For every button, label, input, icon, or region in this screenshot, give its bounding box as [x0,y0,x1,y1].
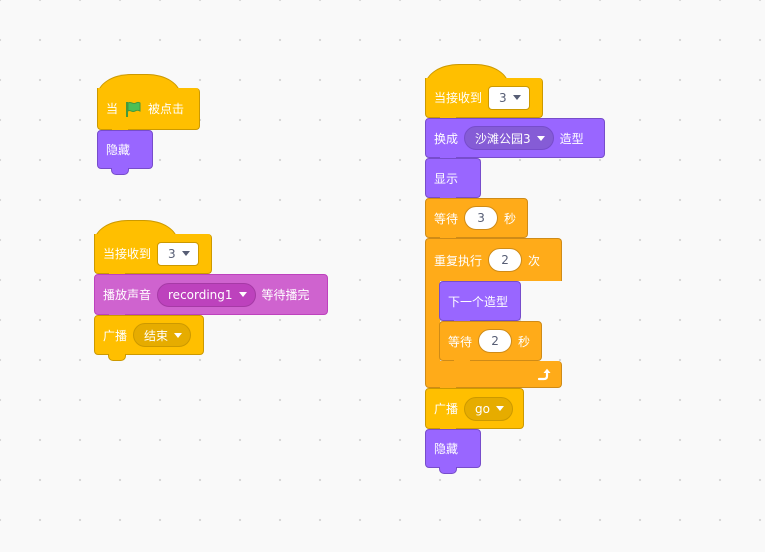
message-value: 3 [499,90,507,105]
message-dropdown[interactable]: 3 [488,85,530,110]
broadcast-dropdown[interactable]: go [464,396,513,421]
seconds-label: 秒 [504,211,517,226]
when-receive-label: 当接收到 [103,247,152,261]
hide-label: 隐藏 [434,442,459,456]
seconds-label: 秒 [518,334,531,349]
times-label: 次 [528,253,541,268]
chevron-down-icon [536,135,545,141]
broadcast-value: 结束 [144,328,169,343]
costume-value: 沙滩公园3 [475,131,531,146]
when-receive-label: 当接收到 [434,91,483,105]
chevron-down-icon [181,251,190,256]
repeat-arm [425,280,440,363]
hide-block[interactable]: 隐藏 [97,130,153,169]
chevron-down-icon [238,292,247,297]
when-receive-block[interactable]: 当接收到 3 [94,234,212,274]
broadcast-block[interactable]: 广播 结束 [94,315,204,355]
costume-suffix: 造型 [559,131,584,146]
message-value: 3 [168,246,176,261]
chevron-down-icon [174,332,183,338]
repeat-block[interactable]: 重复执行 2 次 [425,238,562,281]
hide-label: 隐藏 [106,143,131,157]
repeat-label: 重复执行 [434,253,483,268]
sound-value: recording1 [168,287,233,302]
broadcast-dropdown[interactable]: 结束 [133,323,192,347]
wait-seconds-input[interactable]: 2 [478,329,513,353]
costume-dropdown[interactable]: 沙滩公园3 [464,126,554,150]
hide-block[interactable]: 隐藏 [425,429,481,468]
wait-seconds-input[interactable]: 3 [464,206,499,230]
show-label: 显示 [434,171,459,186]
play-sound-label: 播放声音 [103,288,152,302]
clicked-label: 被点击 [148,102,185,116]
block-notch [108,354,126,361]
next-costume-block[interactable]: 下一个造型 [439,281,521,321]
broadcast-label: 广播 [103,328,128,343]
wait-seconds-block[interactable]: 等待 2 秒 [439,321,542,361]
play-sound-until-done-block[interactable]: 播放声音 recording1 等待播完 [94,274,328,315]
when-receive-block[interactable]: 当接收到 3 [425,78,543,118]
wait-label: 等待 [448,334,473,349]
when-flag-clicked-block[interactable]: 当 被点击 [97,88,200,130]
loop-arrow-icon [535,366,551,382]
green-flag-icon [124,100,142,118]
wait-label: 等待 [434,211,459,226]
until-done-label: 等待播完 [261,288,310,302]
next-costume-label: 下一个造型 [448,294,509,309]
broadcast-block[interactable]: 广播 go [425,388,524,429]
wait-seconds-block[interactable]: 等待 3 秒 [425,198,528,238]
switch-costume-label: 换成 [434,131,459,146]
show-block[interactable]: 显示 [425,158,481,198]
sound-dropdown[interactable]: recording1 [157,282,256,307]
block-notch [111,168,129,175]
chevron-down-icon [512,95,521,100]
block-notch [439,467,457,474]
broadcast-label: 广播 [434,402,459,416]
broadcast-value: go [475,401,490,416]
when-label: 当 [106,102,119,116]
repeat-block-end [425,361,562,388]
message-dropdown[interactable]: 3 [157,241,199,266]
chevron-down-icon [495,406,504,411]
repeat-count-input[interactable]: 2 [488,248,523,272]
switch-costume-block[interactable]: 换成 沙滩公园3 造型 [425,118,605,158]
